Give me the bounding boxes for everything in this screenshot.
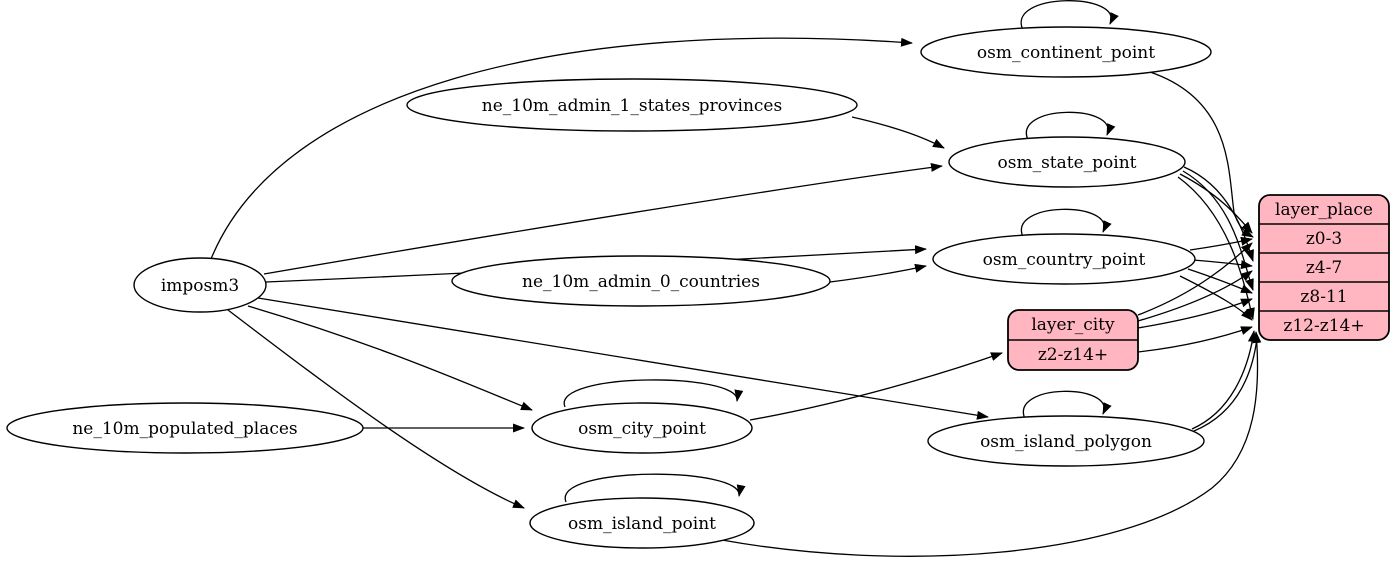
ne_10m_admin_1_states_provinces-label: ne_10m_admin_1_states_provinces	[482, 96, 782, 116]
node-imposm3: imposm3	[133, 257, 267, 313]
edge-layer_city-layer_place-z8-11	[1137, 298, 1253, 329]
edge-layer_city-layer_place-z0-3	[1137, 242, 1253, 316]
edge-imposm3-osm_city_point	[247, 305, 533, 411]
node-osm_state_point: osm_state_point	[948, 136, 1186, 188]
osm_city_point-shape	[531, 402, 753, 454]
edge-osm_state_point-layer_place-z12-z14	[1177, 176, 1255, 320]
edge-osm_country_point-layer_place-z4-7	[1192, 259, 1253, 270]
osm_island_polygon-shape	[927, 415, 1205, 467]
edge-osm_country_point-self	[1020, 208, 1112, 238]
node-osm_continent_point: osm_continent_point	[920, 26, 1212, 78]
node-ne_10m_admin_1_states_provinces: ne_10m_admin_1_states_provinces	[406, 78, 858, 132]
edge-osm_state_point-self	[1025, 111, 1116, 141]
osm_island_polygon-label: osm_island_polygon	[980, 432, 1152, 452]
node-layer_city: layer_city z2-z14+	[1007, 309, 1139, 371]
ne_10m_populated_places-label: ne_10m_populated_places	[72, 419, 297, 439]
edge-layer_city-layer_place-z12-z14	[1137, 326, 1253, 353]
node-layer_place: layer_place z0-3 z4-7 z8-11 z12-z14+	[1258, 194, 1390, 341]
osm_city_point-label: osm_city_point	[578, 419, 706, 439]
layer_place-row-z4-7: z4-7	[1306, 258, 1342, 278]
osm_country_point-label: osm_country_point	[983, 250, 1146, 270]
ne_10m_admin_1_states_provinces-shape	[406, 78, 858, 132]
edge-osm_city_point-self	[563, 379, 744, 408]
layer_city-title: layer_city	[1031, 315, 1115, 335]
edge-ne_10m_admin_1_states_provinces-osm_state_point	[851, 116, 945, 149]
osm_island_point-label: osm_island_point	[568, 514, 716, 534]
layer_place-row-z0-3: z0-3	[1306, 229, 1342, 249]
ne_10m_admin_0_countries-label: ne_10m_admin_0_countries	[522, 272, 760, 292]
node-osm_island_polygon: osm_island_polygon	[927, 415, 1205, 467]
layer_place-title: layer_place	[1275, 200, 1373, 220]
edge-osm_state_point-layer_place-z4-7	[1183, 166, 1254, 262]
edge-osm_city_point-layer_city-z2-z14	[749, 352, 1003, 421]
ne_10m_admin_0_countries-shape	[451, 255, 831, 307]
edge-osm_island_polygon-layer_place-z12-z14	[1191, 330, 1257, 430]
layer_city-row-z2-z14: z2-z14+	[1038, 345, 1108, 365]
layer_place-row-z12-z14: z12-z14+	[1283, 316, 1364, 336]
edge-osm_country_point-layer_place-z0-3	[1189, 236, 1253, 251]
edge-osm_island_point-self	[564, 473, 746, 503]
node-osm_country_point: osm_country_point	[932, 233, 1196, 285]
edge-layer_city-layer_place-z4-7	[1137, 270, 1253, 322]
edge-osm_continent_point-self	[1020, 0, 1119, 31]
edge-osm_island_polygon-layer_place-z12-z14-inner	[1185, 337, 1258, 435]
osm_continent_point-shape	[920, 26, 1212, 78]
edge-osm_island_polygon-self	[1022, 390, 1112, 420]
edge-osm_island_point-layer_place-z12-z14	[721, 331, 1262, 557]
imposm3-label: imposm3	[161, 276, 239, 296]
edge-imposm3-osm_state_point	[263, 162, 943, 275]
osm_island_point-shape	[529, 497, 755, 549]
node-ne_10m_populated_places: ne_10m_populated_places	[6, 402, 364, 454]
edge-osm_country_point-layer_place-z8-11	[1187, 268, 1253, 294]
node-osm_island_point: osm_island_point	[529, 497, 755, 549]
edge-imposm3-osm_continent_point	[210, 37, 913, 260]
osm_continent_point-label: osm_continent_point	[977, 43, 1155, 63]
edge-osm_country_point-layer_place-z12-z14	[1179, 275, 1253, 321]
ne_10m_populated_places-shape	[6, 402, 364, 454]
osm_country_point-shape	[932, 233, 1196, 285]
node-ne_10m_admin_0_countries: ne_10m_admin_0_countries	[451, 255, 831, 307]
edge-imposm3-osm_island_polygon	[257, 297, 989, 420]
edges	[210, 0, 1262, 557]
edge-osm_state_point-layer_place-z0-3	[1179, 173, 1253, 234]
osm_state_point-label: osm_state_point	[998, 153, 1137, 173]
edge-imposm3-osm_island_point	[227, 309, 525, 509]
osm_state_point-shape	[948, 136, 1186, 188]
imposm3-shape	[133, 257, 267, 313]
node-osm_city_point: osm_city_point	[531, 402, 753, 454]
layer_place-row-z8-11: z8-11	[1300, 287, 1347, 307]
edge-ne_10m_admin_0_countries-osm_country_point	[829, 263, 927, 283]
layer_place-shape	[1258, 194, 1390, 341]
